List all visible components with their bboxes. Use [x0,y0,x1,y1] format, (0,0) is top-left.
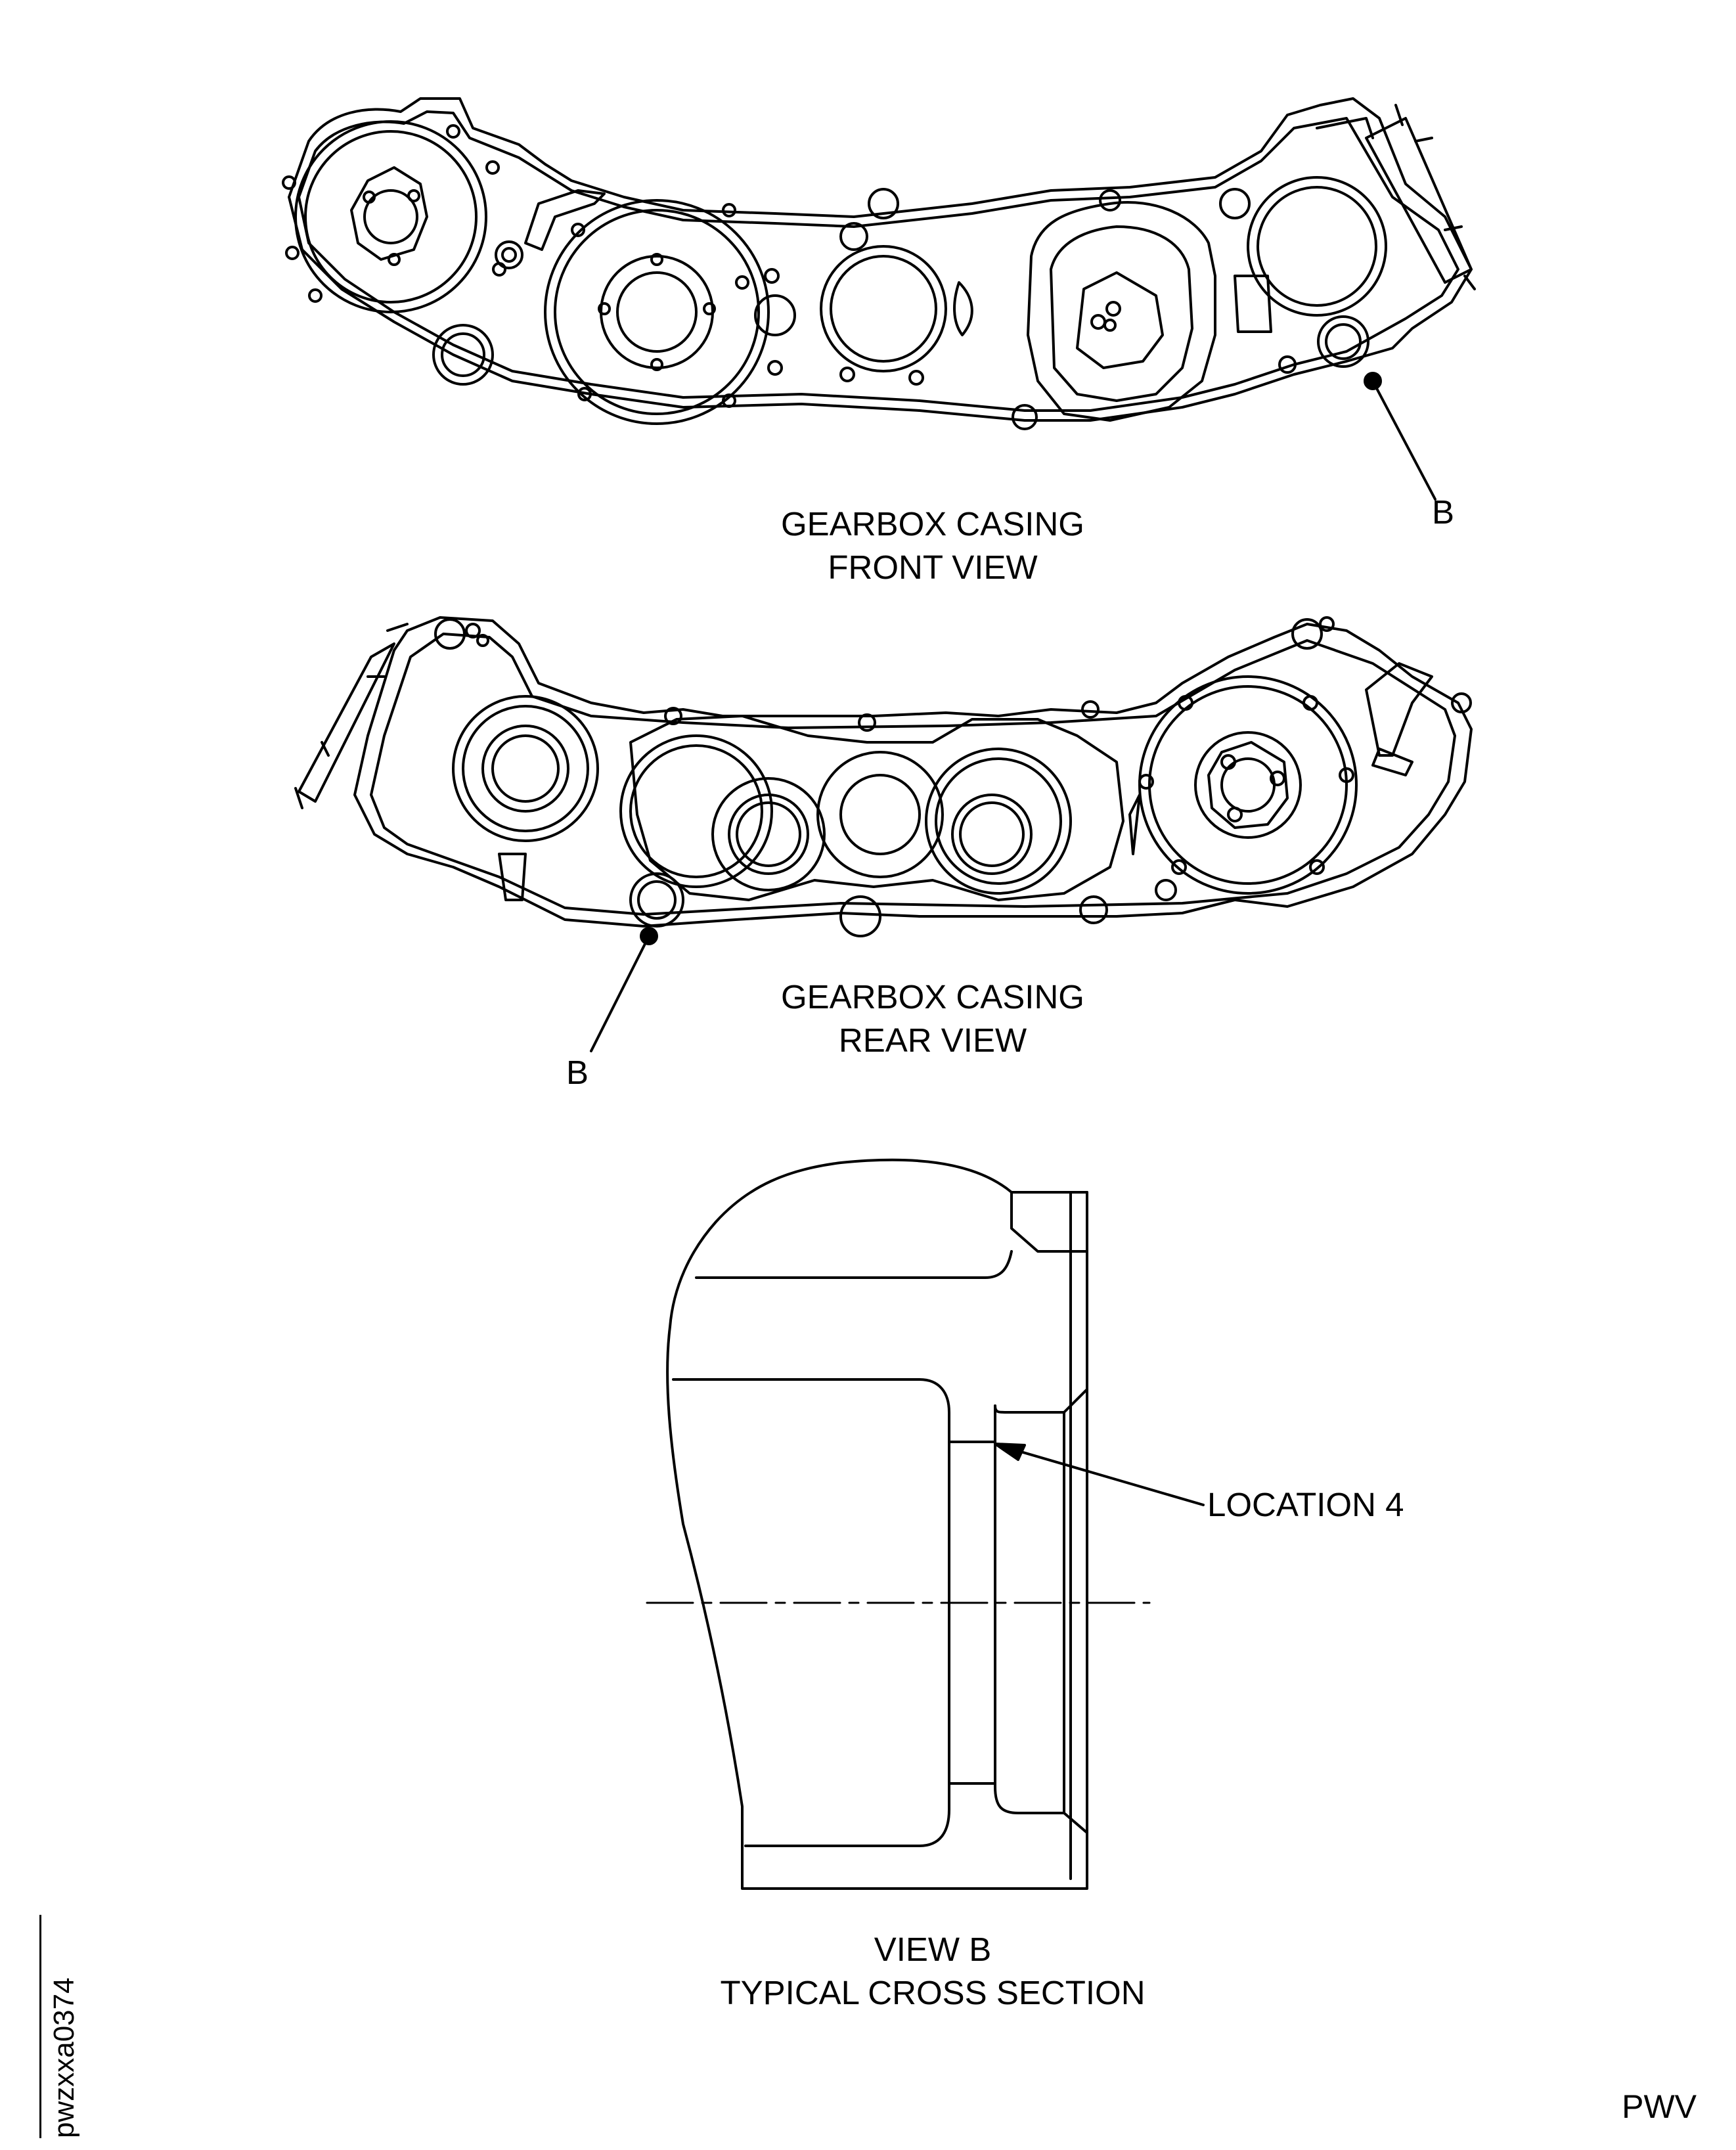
section-view-subtitle: TYPICAL CROSS SECTION [720,1974,1146,2011]
figure-id-text: pwzxxa0374 [48,1977,80,2138]
rear-view-title: GEARBOX CASING [781,978,1084,1016]
location-4-label: LOCATION 4 [1207,1486,1404,1523]
rear-callout-b: B [566,1054,589,1091]
section-view-title: VIEW B [874,1931,992,1968]
figure-id: pwzxxa0374 [39,1915,80,2138]
front-callout-b: B [1432,493,1455,531]
gearbox-rear-view [294,616,1473,1052]
section-view-caption: VIEW B TYPICAL CROSS SECTION [657,1928,1209,2015]
front-view-subtitle: FRONT VIEW [828,549,1038,586]
rear-view-subtitle: REAR VIEW [838,1021,1027,1059]
front-view-title: GEARBOX CASING [781,505,1084,543]
front-view-caption: GEARBOX CASING FRONT VIEW [709,503,1156,589]
document-code: PWV [1622,2088,1697,2125]
rear-view-caption: GEARBOX CASING REAR VIEW [709,975,1156,1062]
gearbox-front-view [282,97,1476,501]
figure-id-rule [39,1915,41,2138]
cross-section-view-b [646,1158,1205,1890]
